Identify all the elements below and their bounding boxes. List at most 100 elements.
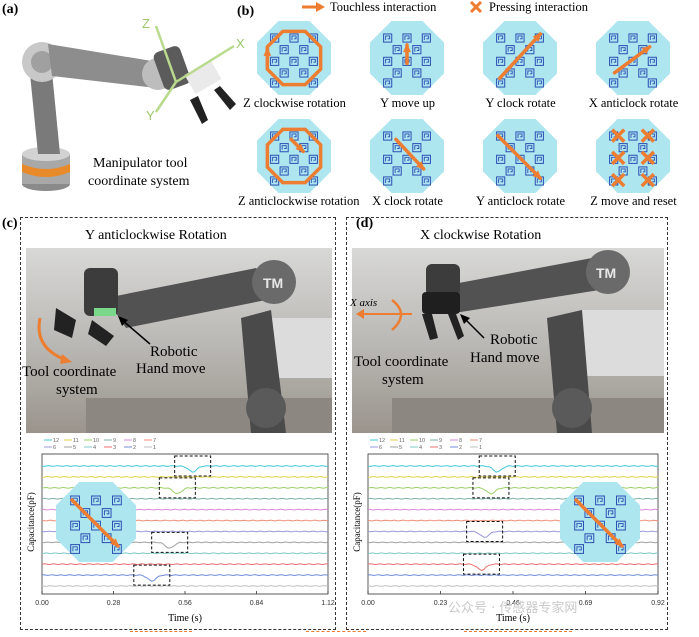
electrode-spiral (394, 70, 400, 76)
panel-c-tool2: system (56, 382, 98, 398)
press-cross-icon (640, 128, 656, 143)
panel-c-title: Y anticlockwise Rotation (85, 228, 227, 243)
legend-touchless-label: Touchless interaction (330, 0, 437, 14)
electrode-spiral (423, 133, 429, 139)
dip-highlight-box (478, 455, 516, 477)
electrode-icon (270, 56, 280, 66)
series-line (367, 475, 659, 478)
legend-label: 7 (479, 438, 482, 444)
electrode-icon (112, 520, 122, 531)
electrode-icon (112, 495, 122, 506)
electrode-icon (383, 176, 393, 186)
electrode-icon (505, 166, 515, 176)
axis-z-label: Z (142, 16, 150, 31)
x-tick-label: 0.69 (579, 600, 593, 607)
legend-label: 9 (113, 438, 116, 444)
legend-label: 8 (133, 438, 136, 444)
press-cross-icon (610, 150, 626, 166)
electrode-spiral (498, 178, 504, 184)
bottom-marks (130, 631, 572, 635)
gesture-arrowhead (614, 538, 624, 548)
electrode-icon (402, 33, 412, 43)
electrode-spiral (310, 156, 316, 162)
electrode-icon (279, 143, 289, 153)
electrode-icon (383, 33, 393, 43)
electrode-spiral (385, 80, 391, 86)
gesture-pad-crosses (596, 119, 670, 193)
electrode-spiral (507, 70, 513, 76)
legend-label: 10 (419, 438, 425, 444)
electrode-spiral (301, 47, 307, 52)
legend-label: 6 (379, 445, 382, 451)
electrode-icon (505, 143, 515, 153)
electrode-spiral (310, 58, 316, 64)
dip-highlight-box (472, 477, 510, 499)
panel-d-title: X clockwise Rotation (420, 228, 542, 243)
electrode-icon (534, 78, 544, 88)
electrode-spiral (301, 168, 307, 174)
electrode-spiral (649, 80, 655, 86)
electrode-icon (383, 154, 393, 164)
sensor-pad (370, 119, 444, 193)
electrode-spiral (498, 80, 504, 86)
electrode-spiral (114, 497, 120, 503)
x-tick-label: 0.23 (434, 600, 448, 607)
gesture-arrow (70, 498, 120, 548)
electrode-icon (383, 131, 393, 141)
gesture-label: Y clock rotate (485, 96, 556, 110)
legend-label: 5 (73, 445, 76, 451)
electrode-spiral (291, 156, 297, 162)
legend-label: 11 (73, 438, 79, 444)
electrode-spiral (618, 522, 624, 528)
gesture-cell: Y clock rotate (464, 16, 577, 114)
gesture-pad-diag-ur (483, 21, 557, 95)
electrode-spiral (498, 58, 504, 64)
electrode-icon (609, 56, 619, 66)
gesture-cell: Y move up (351, 16, 464, 114)
x-tick-label: 0.84 (250, 600, 264, 607)
electrode-icon (270, 131, 280, 141)
gesture-ring (265, 127, 323, 185)
panel-d-callout1: Robotic (490, 332, 538, 348)
press-cross-icon (640, 172, 656, 188)
panel-d-tool1: Tool coordinate (354, 354, 449, 370)
electrode-icon (496, 56, 506, 66)
electrode-spiral (630, 156, 636, 162)
panel-d-tool2: system (382, 372, 424, 388)
gesture-arrow (612, 45, 652, 75)
electrode-spiral (640, 168, 646, 174)
electrode-icon (534, 154, 544, 164)
panel-d (346, 217, 668, 630)
electrode-spiral (620, 47, 626, 52)
electrode-icon (299, 68, 309, 78)
electrode-spiral (620, 145, 626, 150)
electrode-spiral (536, 58, 542, 64)
gesture-arrowhead (641, 45, 652, 55)
legend-label: 1 (479, 445, 482, 451)
electrode-icon (80, 508, 91, 518)
pressing-cross-icon (469, 1, 483, 13)
electrode-spiral (310, 178, 316, 184)
electrode-spiral (414, 145, 420, 150)
electrode-spiral (394, 168, 400, 174)
panel-c-photo: TM (26, 248, 332, 433)
legend-label: 2 (133, 445, 136, 451)
legend-label: 10 (93, 438, 99, 444)
electrode-icon (91, 520, 101, 531)
electrode-icon (515, 33, 525, 43)
gesture-arrowhead (295, 143, 305, 153)
electrode-spiral (301, 70, 307, 76)
electrode-spiral (586, 535, 593, 541)
electrode-icon (595, 520, 605, 531)
x-tick-label: 0.46 (506, 600, 520, 607)
electrode-icon (525, 143, 535, 153)
gesture-arrowhead (532, 32, 542, 42)
press-cross-icon (610, 128, 626, 143)
electrode-spiral (310, 80, 316, 86)
x-axis-label: Time (s) (168, 613, 202, 624)
electrode-spiral (272, 156, 278, 162)
legend-label: 11 (399, 438, 405, 444)
electrode-spiral (507, 168, 513, 174)
series-line (41, 574, 329, 582)
